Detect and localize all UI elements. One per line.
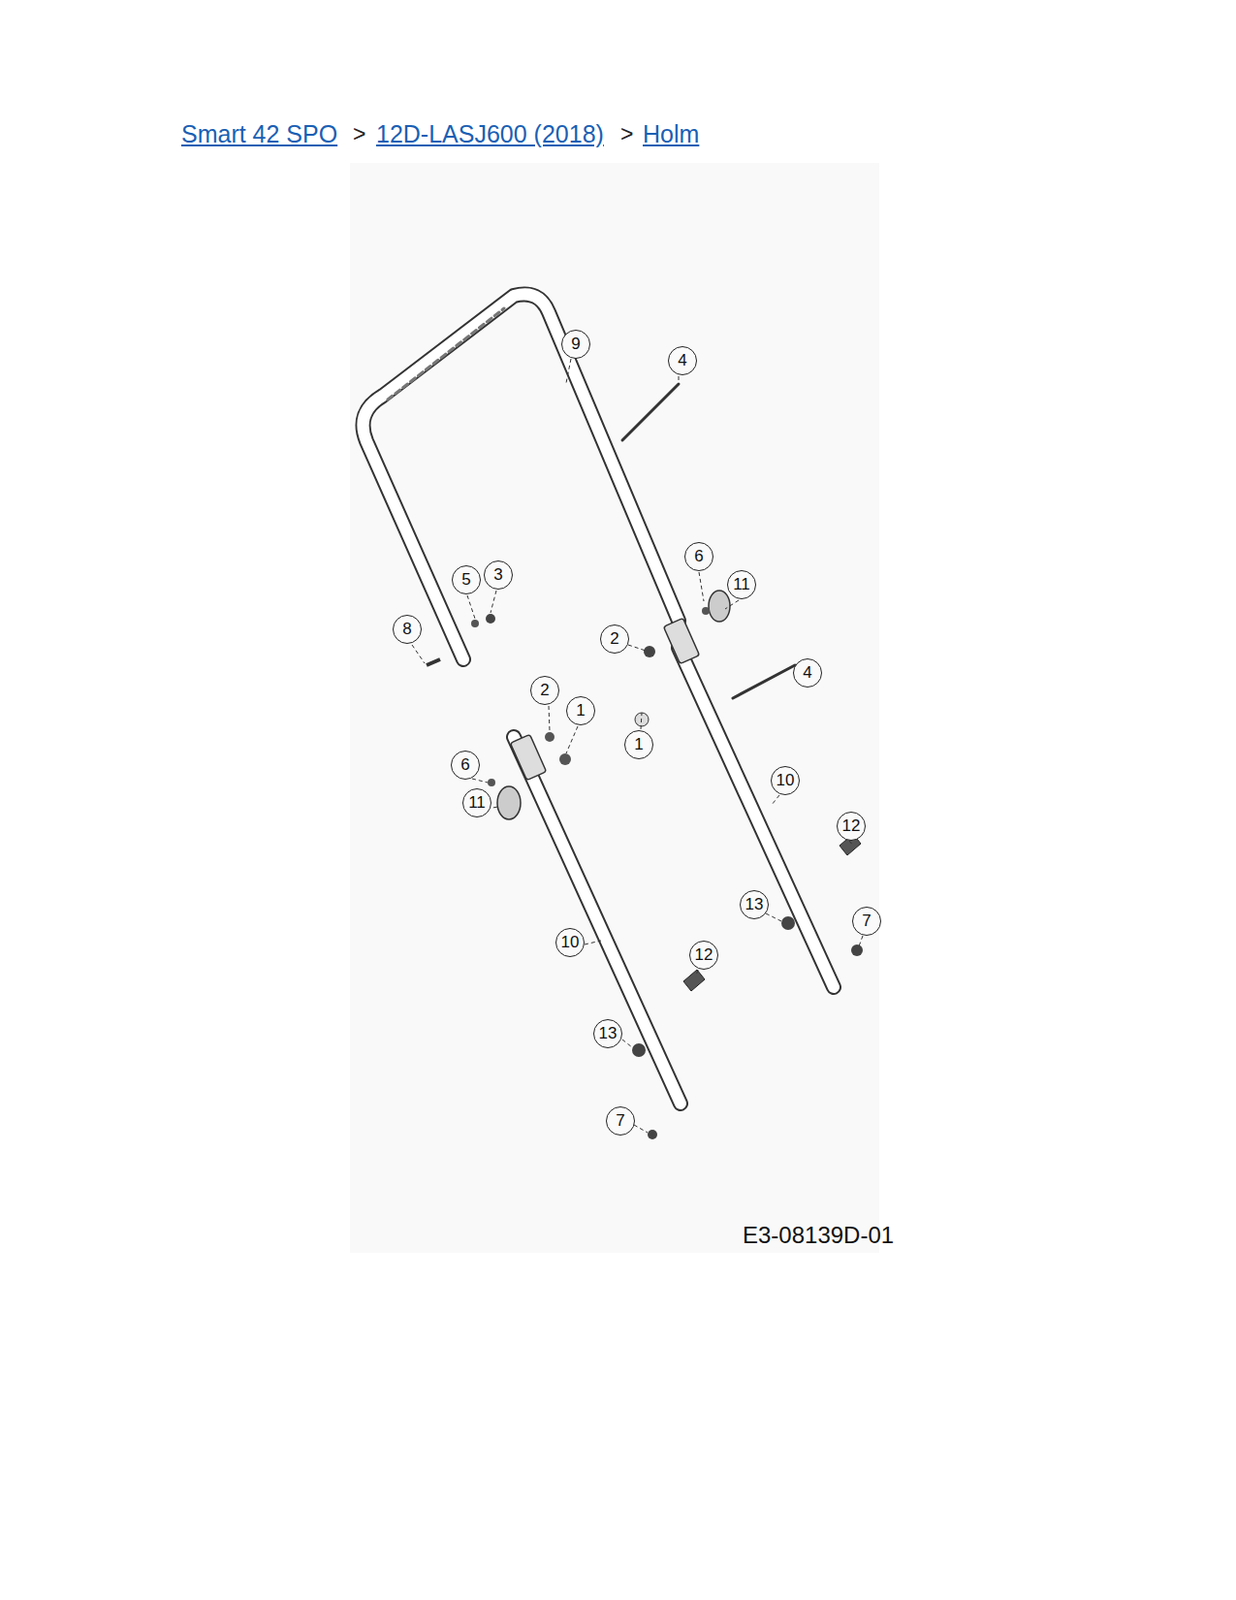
breadcrumb-link: 12D-LASJ600 (2018) — [376, 120, 604, 149]
callout-number: 13 — [593, 1018, 623, 1048]
callout-number: 12 — [689, 940, 719, 970]
callout-number: 4 — [667, 346, 698, 376]
callout-number: 5 — [451, 565, 481, 595]
callout-number: 10 — [770, 765, 800, 795]
callout-number: 7 — [605, 1106, 635, 1136]
callout-number: 13 — [739, 889, 769, 920]
callout-number: 8 — [392, 614, 422, 644]
callout-number: 11 — [727, 570, 757, 600]
drawing-code: E3-08139D-01 — [742, 1221, 894, 1249]
callout-number: 7 — [852, 906, 882, 936]
callout-number: 6 — [684, 541, 714, 571]
callout-number: 12 — [836, 811, 866, 841]
breadcrumb-link: Holm — [642, 120, 699, 149]
breadcrumb-separator: > — [352, 121, 366, 148]
callout-number: 2 — [600, 624, 630, 654]
callout-number: 1 — [624, 729, 654, 760]
callout-number: 6 — [450, 750, 480, 780]
callout-number: 10 — [555, 927, 585, 957]
callout-number: 2 — [530, 675, 560, 705]
callout-number: 1 — [566, 696, 596, 726]
breadcrumb-separator: > — [620, 121, 634, 148]
callout-number: 3 — [483, 560, 513, 590]
breadcrumb-link: Smart 42 SPO — [181, 120, 338, 149]
callout-number: 9 — [561, 329, 591, 359]
callout-number: 11 — [462, 788, 492, 818]
callout-number: 4 — [792, 658, 823, 688]
